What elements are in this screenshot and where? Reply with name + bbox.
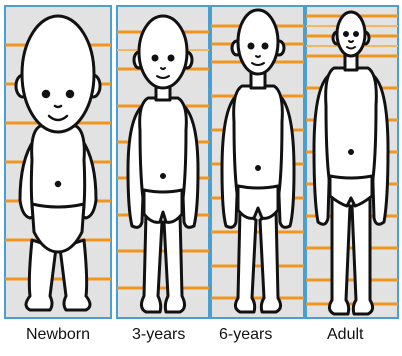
adult-torso bbox=[326, 68, 377, 186]
panel-newborn bbox=[5, 6, 111, 318]
three-right-leg bbox=[164, 214, 185, 312]
adult-right-leg bbox=[352, 196, 373, 314]
panel-3-years bbox=[117, 6, 209, 318]
six-left-leg bbox=[235, 210, 256, 312]
label-adult: Adult bbox=[327, 326, 363, 344]
six-torso bbox=[234, 86, 283, 200]
label-3-years: 3-years bbox=[132, 326, 185, 344]
label-6-years: 6-years bbox=[219, 326, 272, 344]
label-newborn: Newborn bbox=[26, 326, 90, 344]
panel-6-years bbox=[211, 6, 304, 318]
adult-left-leg bbox=[329, 196, 350, 314]
six-right-leg bbox=[260, 210, 281, 312]
three-left-leg bbox=[141, 214, 162, 312]
newborn-head bbox=[22, 16, 94, 132]
panel-adult bbox=[306, 6, 398, 318]
